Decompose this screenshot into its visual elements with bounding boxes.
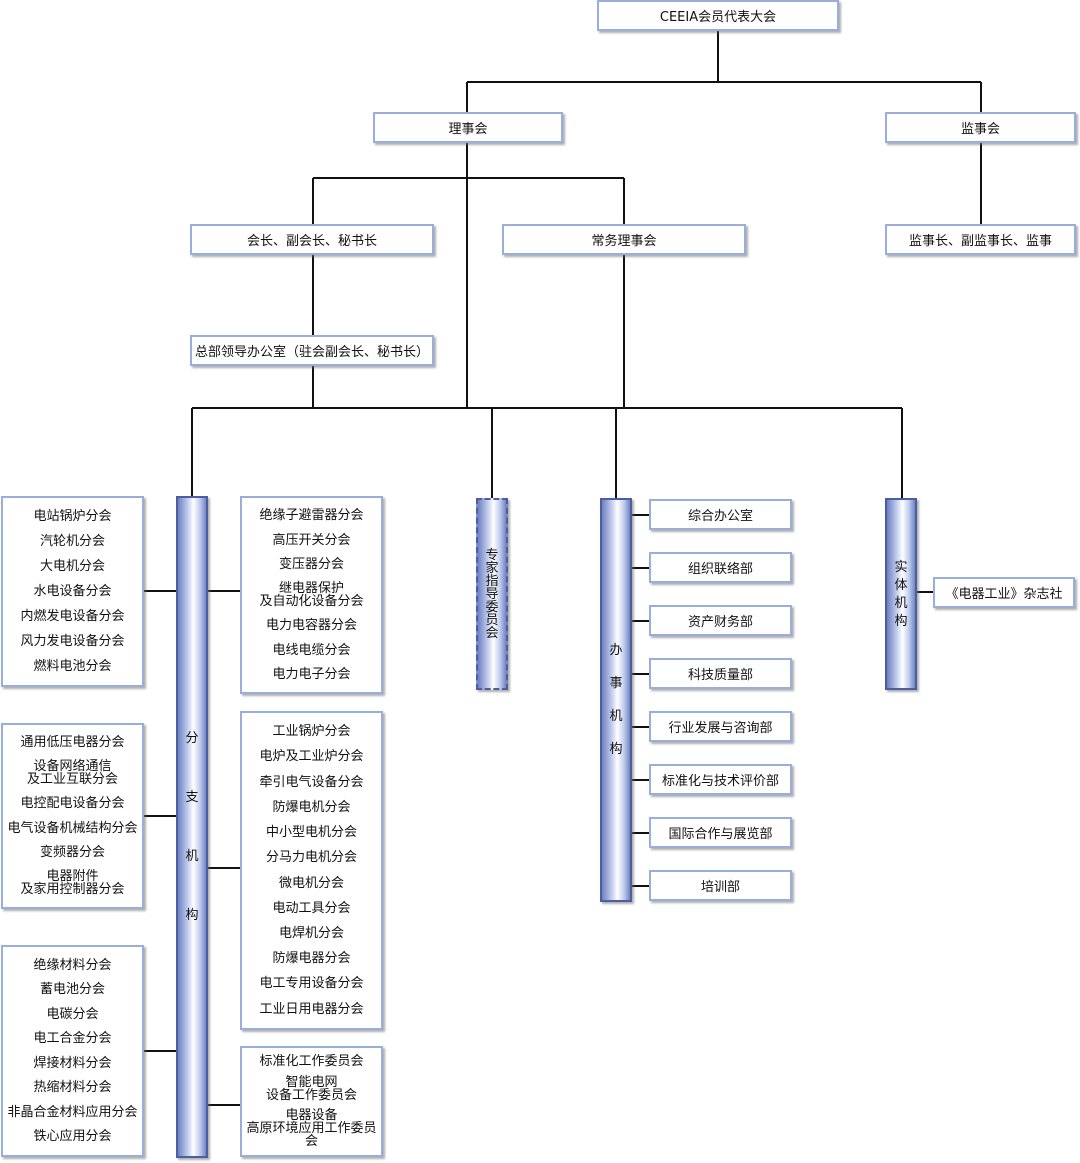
entity_title-char: 机 [894,595,908,611]
branch-item: 风力发电设备分会 [20,634,125,649]
office-bar: 办事机构 [600,498,632,902]
branch-item: 蓄电池分会 [39,982,105,998]
branch_title-char: 机 [185,849,199,864]
office-dept-box: 科技质量部 [649,658,792,689]
branch-item: 中小型电机分会 [265,825,357,841]
branch-group-power-generation: 电站锅炉分会汽轮机分会大电机分会水电设备分会内燃发电设备分会风力发电设备分会燃料… [1,496,144,687]
expert-committee-bar: 专家指导委员会 [476,498,508,690]
expert_title-char: 指 [485,573,499,589]
branch-item: 工业锅炉分会 [272,724,351,740]
office_title-char: 构 [609,742,623,757]
branch-item: 防爆电机分会 [272,799,351,815]
entity_title-char: 构 [894,613,908,629]
leaders-box: 会长、副会长、秘书长 [190,224,434,255]
branch-item: 非晶合金材料应用分会 [7,1104,138,1120]
magazine-box: 《电器工业》杂志社 [933,577,1075,608]
office-dept-box: 综合办公室 [649,499,792,530]
branch-item: 内燃发电设备分会 [20,609,125,624]
entity_title-char: 实 [894,559,908,575]
branch-item: 电站锅炉分会 [33,509,112,524]
branch-item: 继电器保护 及自动化设备分会 [259,581,364,609]
branch-item: 电焊机分会 [278,925,344,941]
branch-item: 电工专用设备分会 [259,976,364,992]
branch-item: 变压器分会 [278,556,344,572]
branch-group-industrial: 工业锅炉分会电炉及工业炉分会牵引电气设备分会防爆电机分会中小型电机分会分马力电机… [240,711,383,1030]
expert_title-char: 会 [485,625,499,641]
branch-item: 焊接材料分会 [33,1055,112,1071]
branch-group-materials: 绝缘材料分会蓄电池分会电碳分会电工合金分会焊接材料分会热缩材料分会非晶合金材料应… [1,945,144,1157]
expert_title-char: 家 [485,560,499,576]
branch-item: 电控配电设备分会 [20,796,125,812]
branch-item: 大电机分会 [39,559,105,574]
branch-item: 电线电缆分会 [272,642,351,658]
branch-item: 变频器分会 [39,844,105,860]
expert_title-char: 导 [485,586,499,602]
hq-office-box: 总部领导办公室（驻会副会长、秘书长） [190,335,434,366]
branch-item: 绝缘子避雷器分会 [259,508,364,524]
branch-item: 防爆电器分会 [272,951,351,967]
branch-item: 标准化工作委员会 [259,1054,364,1070]
branch-item: 工业日用电器分会 [259,1001,364,1017]
expert_title-char: 员 [485,612,499,628]
branch-item: 汽轮机分会 [39,534,105,549]
entity_title-char: 体 [894,577,908,593]
branch-group-transmission: 绝缘子避雷器分会高压开关分会变压器分会继电器保护 及自动化设备分会电力电容器分会… [240,496,383,694]
branch-item: 电器附件 及家用控制器分会 [20,868,125,897]
branch_title-char: 支 [185,790,199,805]
branch-item: 设备网络通信 及工业互联分会 [26,759,118,788]
office-dept-box: 资产财务部 [649,605,792,636]
branch-item: 通用低压电器分会 [20,735,125,751]
council-box: 理事会 [373,112,563,143]
expert-title: 专家指导委员会 [485,549,498,640]
branch-item: 电力电子分会 [272,666,351,682]
office_title-char: 办 [609,643,623,658]
entity-bar: 实体机构 [885,498,917,690]
office_title-char: 事 [609,676,623,691]
branch-item: 分马力电机分会 [265,850,357,866]
branch_title-char: 分 [185,731,199,746]
branch-item: 水电设备分会 [33,584,112,599]
branch-item: 智能电网 设备工作委员会 [265,1074,357,1103]
branch-item: 电工合金分会 [33,1031,112,1047]
office-dept-box: 组织联络部 [649,552,792,583]
branch-item: 燃料电池分会 [33,659,112,674]
office-dept-box: 标准化与技术评价部 [649,764,792,795]
branch-item: 电碳分会 [46,1006,99,1022]
branch-item: 绝缘材料分会 [33,957,112,973]
branch-item: 微电机分会 [278,875,344,891]
branch-bar: 分支机构 [176,496,208,1158]
branch-item: 热缩材料分会 [33,1080,112,1096]
expert_title-char: 专 [485,547,499,563]
office-dept-box: 培训部 [649,870,792,901]
supervisors-box: 监事长、副监事长、监事 [885,224,1076,255]
branch-item: 电动工具分会 [272,900,351,916]
branch-item: 铁心应用分会 [33,1129,112,1145]
branch-item: 牵引电气设备分会 [259,774,364,790]
expert_title-char: 委 [485,599,499,615]
office-dept-box: 行业发展与咨询部 [649,711,792,742]
branch_title-char: 构 [185,908,199,923]
standing-council-box: 常务理事会 [502,224,746,255]
branch-group-low-voltage: 通用低压电器分会设备网络通信 及工业互联分会电控配电设备分会电气设备机械结构分会… [1,723,144,909]
entity-title: 实体机构 [894,561,907,628]
office_title-char: 机 [609,709,623,724]
branch-item: 电气设备机械结构分会 [7,820,138,836]
office-dept-box: 国际合作与展览部 [649,817,792,848]
supervisory-board-box: 监事会 [885,112,1076,143]
branch-item: 高压开关分会 [272,532,351,548]
branch-item: 电力电容器分会 [265,618,357,634]
office-title: 办事机构 [609,644,622,756]
branch-item: 电器设备 高原环境应用工作委员会 [246,1107,377,1149]
branch-group-committees: 标准化工作委员会智能电网 设备工作委员会电器设备 高原环境应用工作委员会 [240,1046,383,1157]
general-assembly-box: CEEIA会员代表大会 [597,0,839,31]
branch-title: 分支机构 [185,732,198,922]
branch-item: 电炉及工业炉分会 [259,749,364,765]
